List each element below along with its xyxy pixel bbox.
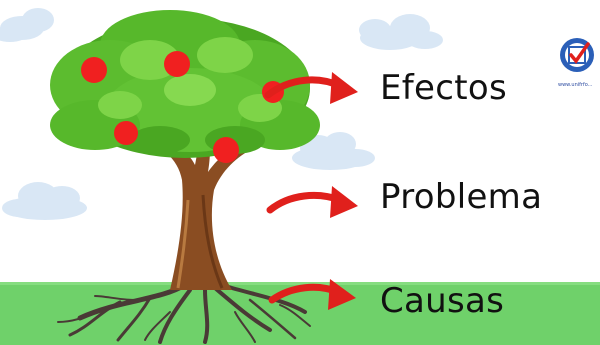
cloud-top-center — [359, 14, 443, 50]
label-causes: Causas — [380, 281, 505, 321]
label-effects: Efectos — [380, 68, 508, 108]
label-problem: Problema — [380, 177, 543, 217]
fruit — [114, 121, 138, 145]
logo-caption: www.unifrfo... — [558, 82, 593, 88]
fruit — [164, 51, 190, 77]
fruit — [213, 137, 239, 163]
arrow-problem — [266, 186, 358, 218]
cloud-top-left — [0, 8, 54, 42]
tree-roots — [57, 282, 311, 344]
checkmark-logo-icon — [560, 38, 594, 72]
arrow-effects — [264, 72, 358, 104]
fruit — [81, 57, 107, 83]
cloud-left — [2, 182, 87, 220]
arrow-causes — [268, 279, 356, 310]
